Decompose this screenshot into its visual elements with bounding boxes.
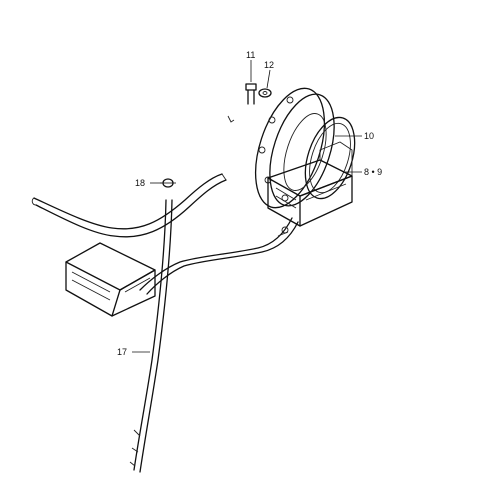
label-clamp: 18 [135,178,145,188]
label-hose: 17 [117,347,127,357]
sender-unit-drawing [267,141,353,227]
gasket-drawing [304,116,356,200]
bolt-drawing [245,83,257,105]
label-gasket: 10 [364,131,374,141]
leader-lines [132,60,362,353]
washer-drawing [258,88,272,98]
wire-harness-drawing [139,217,299,295]
breather-tube-drawing [31,173,227,238]
label-bolt: 11 [246,50,255,60]
screw-mark-drawing [227,115,235,123]
clamp-drawing [160,178,176,188]
fuel-hose-drawing [129,199,173,473]
label-washer: 12 [264,60,274,70]
label-fuel-sender-unit: 8 • 9 [364,167,382,177]
sender-flange-drawing [254,87,335,209]
connector-drawing [65,242,156,317]
